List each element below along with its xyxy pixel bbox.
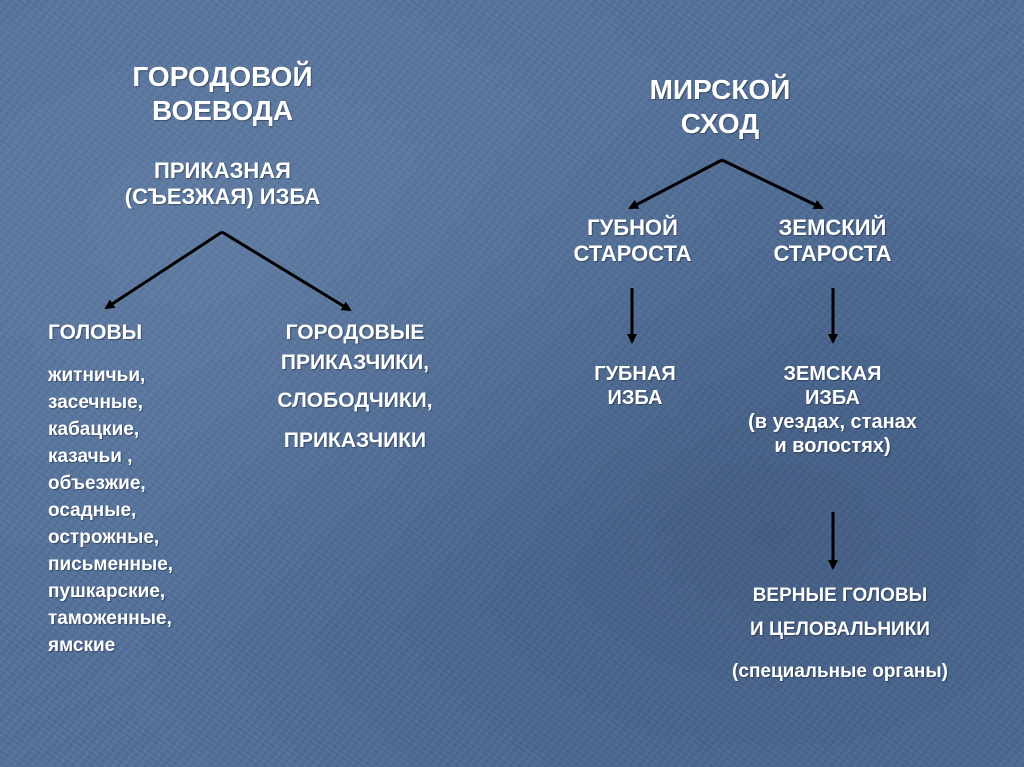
special-line-1: ВЕРНЫЕ ГОЛОВЫ [752, 585, 928, 606]
title-mirskoy-skhod: МИРСКОЙ СХОД [610, 73, 830, 140]
golovy-list: житничьи, засечные, кабацкие, казачьи , … [48, 362, 173, 659]
vernye-golovy: ВЕРНЫЕ ГОЛОВЫ И ЦЕЛОВАЛЬНИКИ (специальны… [690, 585, 990, 684]
elder-line-1: ЗЕМСКИЙ [778, 215, 887, 240]
title-line-1: МИРСКОЙ [649, 74, 791, 105]
list-item: острожные, [48, 527, 160, 548]
elder-line-2: СТАРОСТА [573, 241, 692, 267]
list-item: письменные, [48, 554, 174, 575]
hut-line-4: и волостях) [774, 435, 891, 457]
arrow-skhod-to-gubnoy [628, 158, 723, 210]
arrow-skhod-to-zemsky [721, 158, 824, 210]
list-item: объезжие, [48, 473, 146, 494]
list-item: таможенные, [48, 608, 172, 629]
elder-line-1: ГУБНОЙ [587, 215, 678, 240]
list-item: кабацкие, [48, 419, 140, 440]
clerks-line-1: ГОРОДОВЫЕ [285, 321, 425, 344]
clerks-line-2: ПРИКАЗЧИКИ, [280, 351, 430, 374]
list-item: житничьи, [48, 365, 146, 386]
list-item: казачьи , [48, 446, 133, 467]
office-line-2: (СЪЕЗЖАЯ) ИЗБА [124, 184, 321, 210]
special-line-2: И ЦЕЛОВАЛЬНИКИ [750, 619, 930, 640]
zemskaya-izba: ЗЕМСКАЯ ИЗБА (в уездах, станах и волостя… [695, 362, 970, 458]
hut-line-2: ИЗБА [607, 387, 663, 409]
special-line-3: (специальные органы) [732, 661, 948, 682]
arrow-izba-to-golovy [104, 230, 223, 310]
list-item: ямские [48, 635, 116, 656]
list-item: засечные, [48, 392, 143, 413]
gubnoy-starosta: ГУБНОЙ СТАРОСТА [545, 215, 720, 268]
hut-line-1: ГУБНАЯ [594, 363, 676, 385]
office-line-1: ПРИКАЗНАЯ [154, 158, 291, 183]
prikazchiki-block: ГОРОДОВЫЕ ПРИКАЗЧИКИ, СЛОБОДЧИКИ, ПРИКАЗ… [245, 320, 465, 453]
prikaznaya-izba: ПРИКАЗНАЯ (СЪЕЗЖАЯ) ИЗБА [85, 158, 360, 211]
golovy-heading: ГОЛОВЫ [48, 321, 143, 344]
title-gorodovoy-voevoda: ГОРОДОВОЙ ВОЕВОДА [100, 60, 345, 127]
clerks-line-4: ПРИКАЗЧИКИ [283, 429, 427, 452]
title-line-2: ВОЕВОДА [151, 94, 294, 126]
hut-line-1: ЗЕМСКАЯ [783, 363, 882, 385]
hut-line-2: ИЗБА [805, 387, 860, 409]
list-item: пушкарские, [48, 581, 166, 602]
title-line-2: СХОД [680, 107, 760, 139]
zemsky-starosta: ЗЕМСКИЙ СТАРОСТА [745, 215, 920, 268]
clerks-line-3: СЛОБОДЧИКИ, [277, 389, 433, 412]
title-line-1: ГОРОДОВОЙ [132, 61, 313, 92]
elder-line-2: СТАРОСТА [773, 241, 892, 267]
gubnaya-izba: ГУБНАЯ ИЗБА [565, 362, 705, 410]
arrow-izba-to-prikazchiki [221, 230, 352, 312]
hut-line-3: (в уездах, станах [748, 411, 917, 433]
list-item: осадные, [48, 500, 137, 521]
